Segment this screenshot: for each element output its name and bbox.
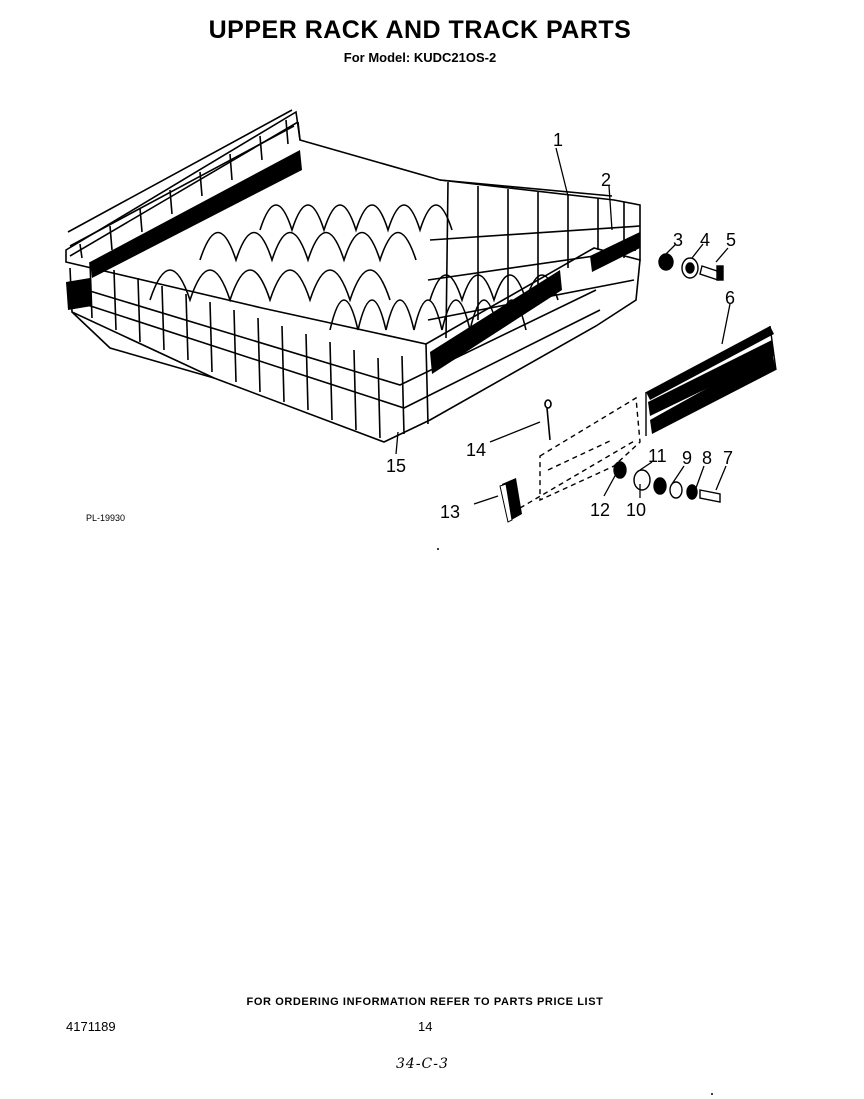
- callout-2: 2: [601, 170, 611, 190]
- callout-10: 10: [626, 500, 646, 520]
- callout-9: 9: [682, 448, 692, 468]
- rack-side-bands: [66, 150, 640, 374]
- upper-roller-hardware: [658, 253, 724, 281]
- ordering-note: FOR ORDERING INFORMATION REFER TO PARTS …: [246, 996, 604, 1008]
- document-number: 4171189: [66, 1019, 116, 1034]
- callout-1: 1: [553, 130, 563, 150]
- callout-5: 5: [726, 230, 736, 250]
- callout-4: 4: [700, 230, 710, 250]
- plate-code: PL-19930: [86, 513, 126, 523]
- cotter-pin: [544, 399, 552, 441]
- callout-leaders: [395, 147, 731, 505]
- page-title: UPPER RACK AND TRACK PARTS: [208, 16, 632, 44]
- speck: [711, 1093, 713, 1095]
- assembly-dashed-outline: [519, 396, 641, 509]
- speck: [437, 548, 439, 550]
- callout-12: 12: [590, 500, 610, 520]
- callout-11: 11: [648, 446, 667, 466]
- callout-7: 7: [723, 448, 733, 468]
- rail-stop-clip: [499, 478, 522, 523]
- lower-roller-hardware: [613, 461, 721, 503]
- callout-8: 8: [702, 448, 712, 468]
- model-subtitle: For Model: KUDC21OS-2: [343, 50, 497, 65]
- handwritten-code: 34-C-3: [396, 1056, 449, 1072]
- callout-15: 15: [386, 456, 406, 476]
- page-number: 14: [418, 1019, 433, 1034]
- callout-14: 14: [466, 440, 486, 460]
- callout-13: 13: [440, 502, 460, 522]
- callout-3: 3: [673, 230, 683, 250]
- callout-6: 6: [725, 288, 735, 308]
- track-rail: [645, 325, 777, 436]
